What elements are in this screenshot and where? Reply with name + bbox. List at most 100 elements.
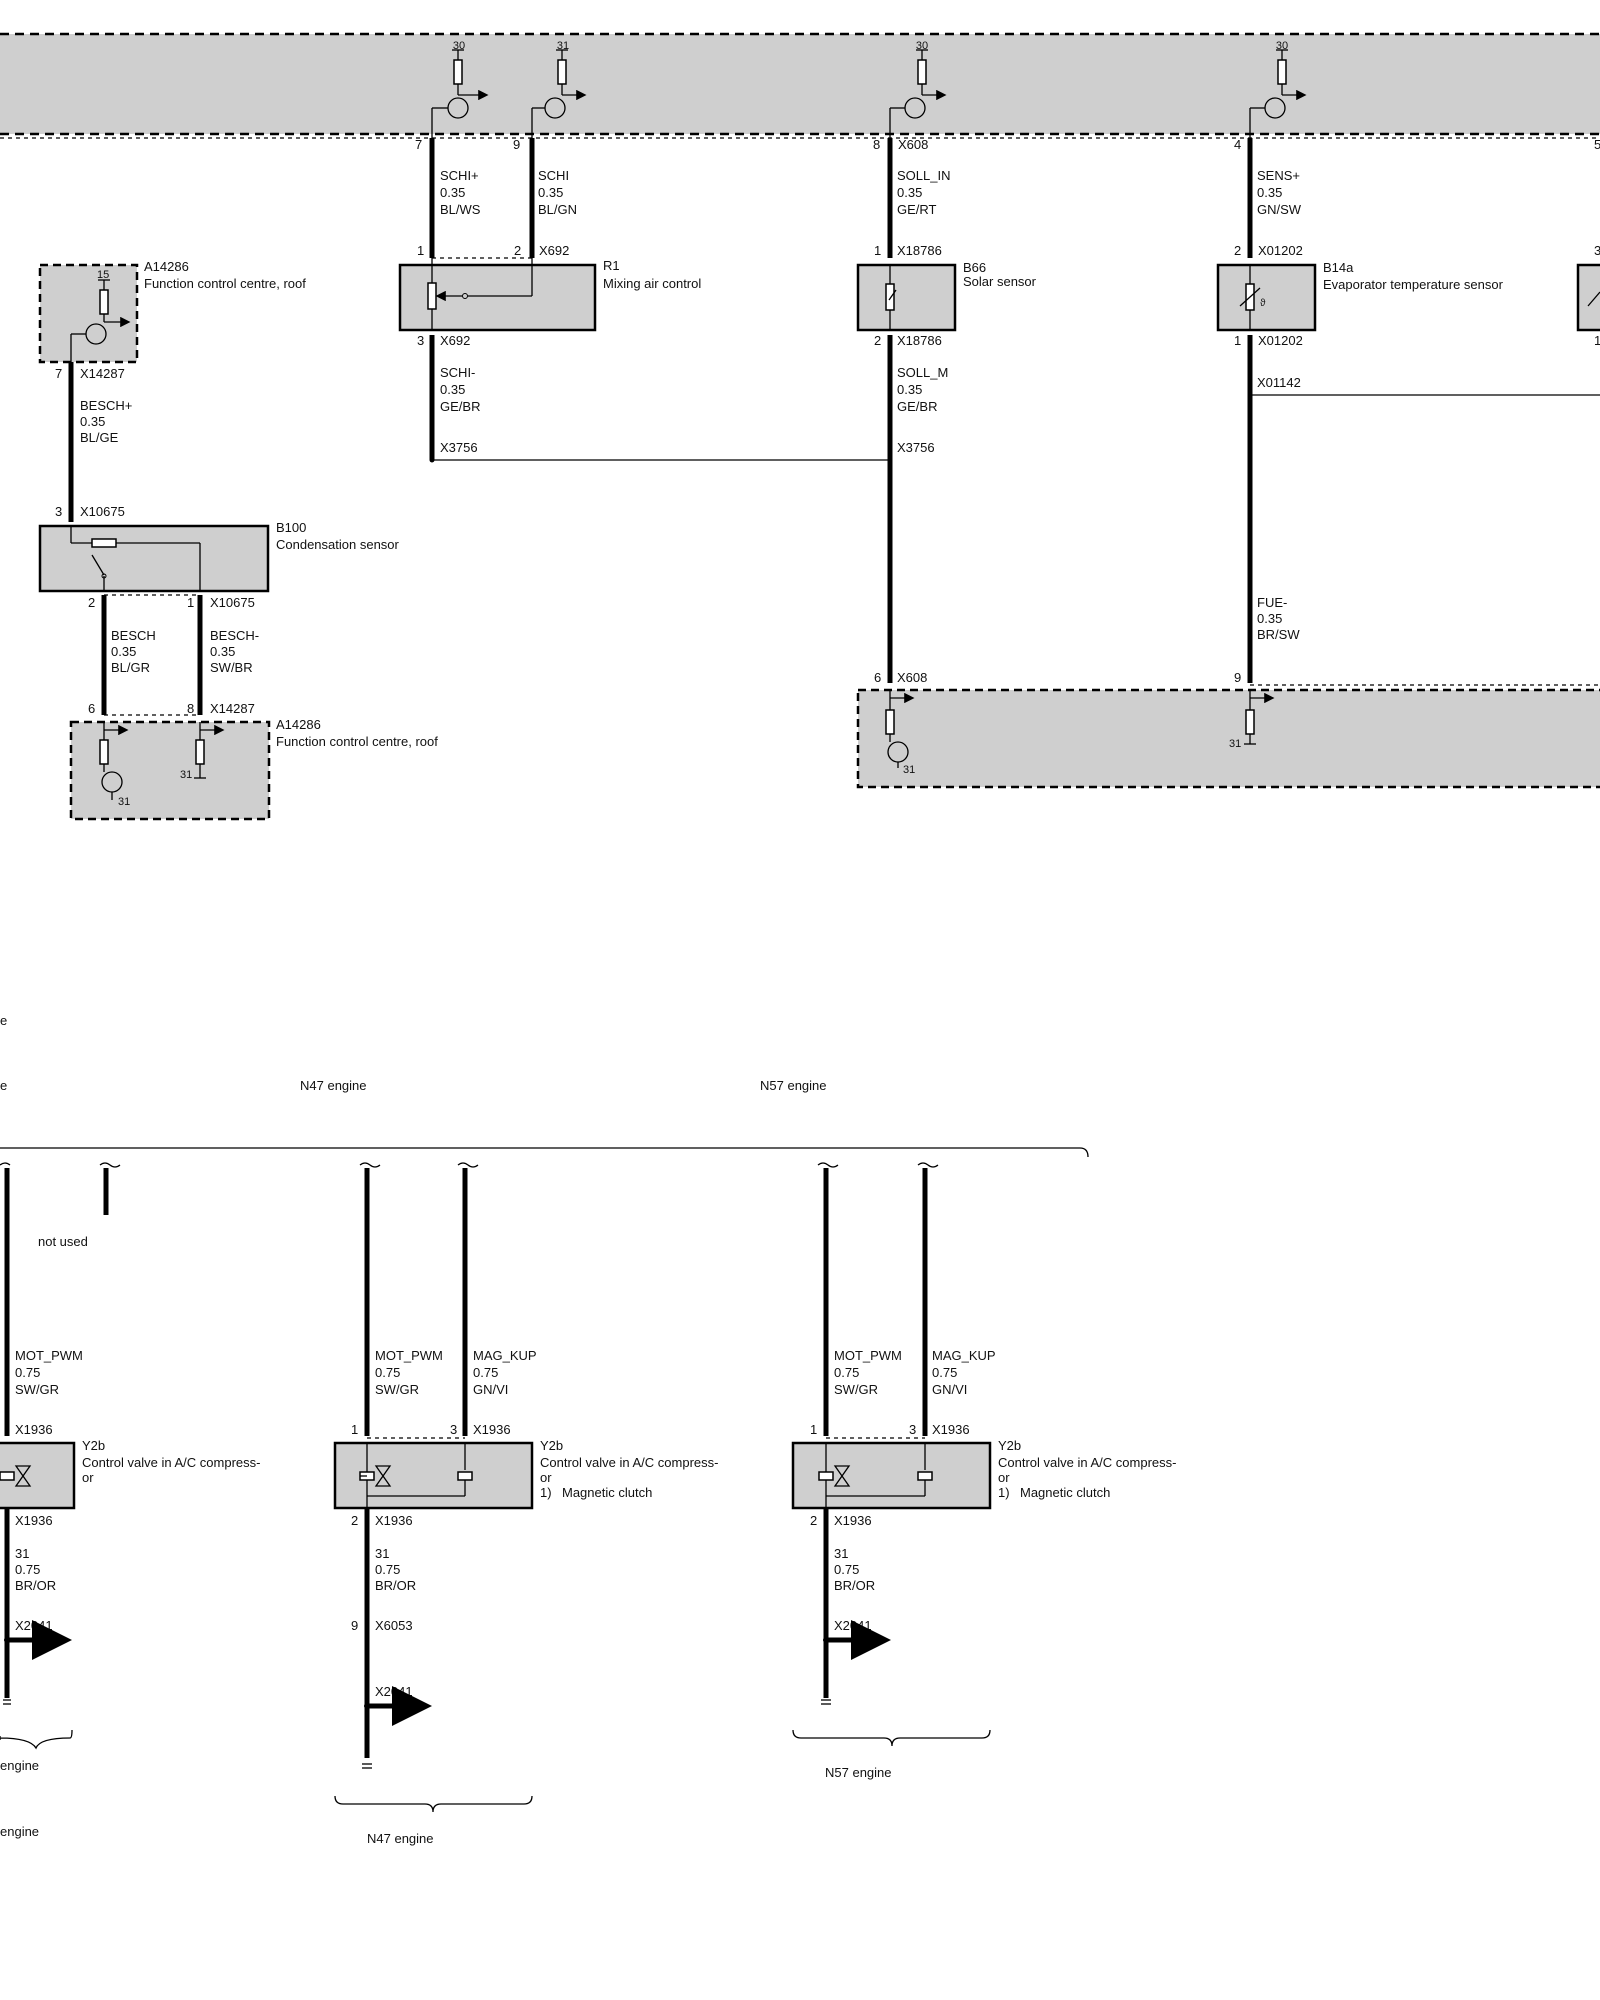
connector-label: X2041: [15, 1618, 53, 1633]
component-id: A14286: [276, 717, 321, 732]
svg-text:0.35: 0.35: [210, 644, 235, 659]
svg-text:BL/WS: BL/WS: [440, 202, 481, 217]
svg-text:GN/VI: GN/VI: [932, 1382, 967, 1397]
transistor-stage-4: [1249, 49, 1307, 138]
pin-label: 30: [453, 40, 465, 52]
wire-label-fue-minus: FUE- 0.35 BR/SW: [1257, 595, 1300, 642]
control-unit-lower: [856, 684, 1600, 789]
svg-text:0.75: 0.75: [375, 1365, 400, 1380]
component-a14286-bottom: [69, 720, 271, 821]
pin-label: 4: [1234, 137, 1241, 152]
svg-text:GE/BR: GE/BR: [440, 399, 480, 414]
pin-label: 1: [351, 1422, 358, 1437]
pin-label: 31: [180, 769, 192, 781]
pin-label: 9: [351, 1618, 358, 1633]
pin-label: 30: [1276, 40, 1288, 52]
pin-label: 2: [351, 1513, 358, 1528]
pin-label: 1: [417, 243, 424, 258]
connector-label: X01142: [1257, 375, 1301, 390]
svg-text:MAG_KUP: MAG_KUP: [473, 1348, 537, 1363]
component-a14286-top: [38, 263, 139, 364]
pin-label: 1: [187, 595, 194, 610]
connector-label: X1936: [15, 1513, 53, 1528]
wire-label-y2-mag: MAG_KUP 0.75 GN/VI: [473, 1348, 537, 1397]
svg-text:SCHI+: SCHI+: [440, 168, 479, 183]
connector-label: X10675: [80, 504, 125, 519]
wire-label-y3-mot: MOT_PWM 0.75 SW/GR: [834, 1348, 902, 1397]
svg-text:0.35: 0.35: [1257, 611, 1282, 626]
component-name-cont: or: [540, 1470, 552, 1485]
component-id: R1: [603, 258, 620, 273]
svg-text:0.75: 0.75: [15, 1562, 40, 1577]
pin-label: 7: [55, 366, 62, 381]
pin-label: 3: [909, 1422, 916, 1437]
component-id: B14a: [1323, 260, 1354, 275]
svg-text:0.35: 0.35: [1257, 185, 1282, 200]
connector-label: X1936: [932, 1422, 970, 1437]
component-name: Function control centre, roof: [276, 734, 438, 749]
transistor-stage-9: [531, 49, 587, 138]
variant-brace-top: [0, 1147, 1089, 1158]
pin-label: 9: [513, 137, 520, 152]
svg-text:SW/GR: SW/GR: [834, 1382, 878, 1397]
connector-label: X18786: [897, 333, 942, 348]
connector-label: X1936: [473, 1422, 511, 1437]
component-name: Control valve in A/C compress-: [998, 1455, 1176, 1470]
wire-label-schi: SCHI 0.35 BL/GN: [538, 168, 577, 217]
wire-label-y2-gnd: 31 0.75 BR/OR: [375, 1546, 416, 1593]
pin-label: 15: [97, 269, 109, 281]
variant-label-n57: N57 engine: [760, 1078, 827, 1093]
svg-text:SCHI-: SCHI-: [440, 365, 475, 380]
variant-label: N47 engine: [367, 1831, 434, 1846]
transistor-stage-7: [431, 49, 489, 138]
svg-text:MOT_PWM: MOT_PWM: [15, 1348, 83, 1363]
svg-text:FUE-: FUE-: [1257, 595, 1287, 610]
svg-text:SOLL_IN: SOLL_IN: [897, 168, 950, 183]
pin-label: 1: [874, 243, 881, 258]
pin-label: 2: [1234, 243, 1241, 258]
variant-brace-n57: [792, 1729, 991, 1747]
connector-label: X2041: [834, 1618, 872, 1633]
svg-text:BL/GE: BL/GE: [80, 430, 119, 445]
pin-label: 2: [874, 333, 881, 348]
svg-text:GN/VI: GN/VI: [473, 1382, 508, 1397]
pin-label: 31: [118, 796, 130, 808]
svg-text:0.75: 0.75: [15, 1365, 40, 1380]
svg-text:0.75: 0.75: [932, 1365, 957, 1380]
component-y2b-left: [0, 1441, 76, 1510]
wire-label-besch-minus: BESCH- 0.35 SW/BR: [210, 628, 259, 675]
wire-label-y3-mag: MAG_KUP 0.75 GN/VI: [932, 1348, 996, 1397]
component-id: Y2b: [540, 1438, 563, 1453]
connector-label: X3756: [440, 440, 478, 455]
pin-label: 5: [1594, 137, 1600, 152]
connector-label: X18786: [897, 243, 942, 258]
variant-brace-n47: [334, 1795, 533, 1813]
connector-label: X1936: [15, 1422, 53, 1437]
pin-label: 1: [1594, 333, 1600, 348]
svg-text:BESCH-: BESCH-: [210, 628, 259, 643]
variant-label: N57 engine: [825, 1765, 892, 1780]
variant-label: engine: [0, 1758, 39, 1773]
connector-label: X14287: [80, 366, 125, 381]
not-used-label: not used: [38, 1234, 88, 1249]
svg-text:0.75: 0.75: [375, 1562, 400, 1577]
wire-label-besch-plus: BESCH+ 0.35 BL/GE: [80, 398, 132, 445]
pin-label: 3: [450, 1422, 457, 1437]
svg-text:BR/OR: BR/OR: [834, 1578, 875, 1593]
component-b66: [856, 263, 957, 332]
svg-text:MAG_KUP: MAG_KUP: [932, 1348, 996, 1363]
wire-label-y1-gnd: 31 0.75 BR/OR: [15, 1546, 56, 1593]
variant-label: engine: [0, 1824, 39, 1839]
connector-label: X608: [898, 137, 928, 152]
svg-text:0.35: 0.35: [897, 382, 922, 397]
connector-label: X3756: [897, 440, 935, 455]
pin-label: 8: [187, 701, 194, 716]
pin-label: 30: [916, 40, 928, 52]
connector-label: X2041: [375, 1684, 413, 1699]
pin-label: 2: [514, 243, 521, 258]
pin-label: 1: [810, 1422, 817, 1437]
svg-text:0.75: 0.75: [834, 1562, 859, 1577]
edge-label: e: [0, 1078, 7, 1093]
component-name: Function control centre, roof: [144, 276, 306, 291]
connector-label: X01202: [1258, 243, 1303, 258]
